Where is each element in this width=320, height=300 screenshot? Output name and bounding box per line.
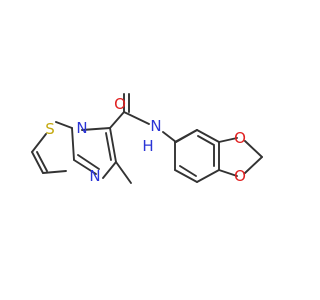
atom-o-dioxole-bottom: O	[234, 167, 246, 185]
bond-o-top-ch2	[244, 140, 263, 158]
atom-labels: S N N O N H O O	[45, 95, 246, 185]
bond-s-c-fused	[55, 121, 73, 129]
bond-benzene-inner-2	[179, 165, 197, 177]
bond-c-fused-n-ring-double	[77, 154, 100, 170]
atom-s: S	[45, 120, 55, 138]
bond-ring-o-top	[218, 137, 238, 143]
bond-benzene-1	[196, 129, 220, 143]
bonds	[31, 93, 263, 184]
bond-c5-carbonyl	[109, 111, 125, 129]
bond-c-n-amide	[123, 111, 150, 125]
bond-c-methyl-c-amide	[109, 127, 117, 163]
molecule-structure-diagram: S N N O N H O O	[31, 93, 263, 185]
bond-n-ring-c-methyl	[102, 161, 117, 179]
bond-c-c-thiazole-double	[36, 151, 48, 172]
bond-o-bottom-ch2	[244, 156, 263, 174]
bond-benzene-4	[174, 169, 198, 183]
atom-h-amide: H	[142, 137, 153, 155]
bond-methyl	[115, 161, 132, 184]
bond-c-s	[31, 133, 47, 153]
bond-n-bridge-c-fused	[71, 127, 75, 161]
bond-c-amide-n-bridge	[81, 127, 111, 131]
bond-c-c-thiazole	[31, 151, 44, 174]
atom-o-dioxole-top: O	[234, 129, 246, 147]
atom-n-amide: N	[150, 117, 161, 135]
bond-n-ch2	[162, 131, 177, 143]
bond-benzene-inner-1	[197, 135, 215, 146]
bond-benzene-3	[196, 169, 220, 183]
atom-n-ring: N	[89, 167, 100, 185]
bond-benzene-6	[174, 129, 198, 143]
atom-o-carbonyl: O	[114, 95, 126, 113]
bond-c-n-bridge	[42, 170, 67, 174]
bond-c-amide-c5-double	[105, 132, 112, 161]
bond-ring-o-bottom	[218, 169, 238, 177]
bond-c-fused-n-ring	[73, 159, 97, 175]
atom-n-bridge: N	[76, 119, 87, 137]
